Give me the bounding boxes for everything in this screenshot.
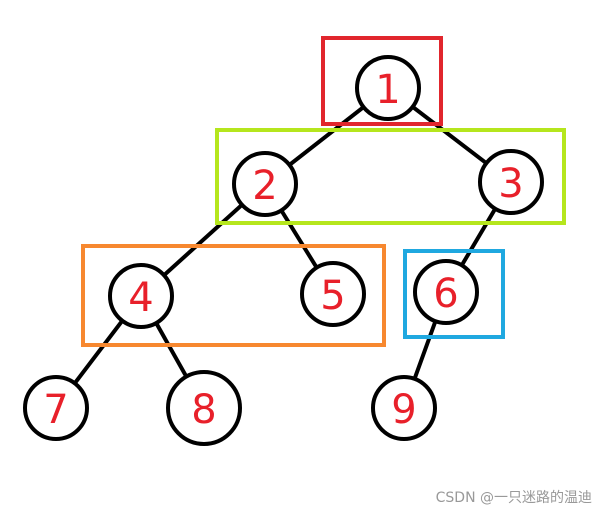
node-label: 7	[43, 387, 68, 433]
node-circle	[355, 55, 421, 121]
level-3-left-box	[81, 244, 386, 347]
node-circle	[371, 375, 437, 441]
node-9: 9	[371, 375, 437, 441]
node-7: 7	[23, 375, 89, 441]
node-circle	[478, 149, 544, 215]
node-2: 2	[232, 151, 298, 217]
level-2-box	[215, 128, 566, 225]
node-label: 2	[252, 163, 277, 209]
node-circle	[413, 259, 479, 325]
node-6: 6	[413, 259, 479, 325]
node-circle	[108, 263, 174, 329]
watermark-text: CSDN @一只迷路的温迪	[435, 490, 592, 506]
level-3-right-box	[403, 249, 505, 339]
node-circle	[23, 375, 89, 441]
level-1-box	[321, 36, 443, 126]
node-4: 4	[108, 263, 174, 329]
node-circle	[300, 261, 366, 327]
node-1: 1	[355, 55, 421, 121]
node-label: 6	[433, 271, 458, 317]
level-group-boxes	[81, 36, 566, 347]
node-label: 4	[128, 275, 153, 321]
node-circle	[232, 151, 298, 217]
tree-nodes: 1 2 3 4 5 6 7 8 9	[23, 55, 544, 446]
node-8: 8	[166, 370, 242, 446]
node-label: 1	[375, 67, 400, 113]
node-label: 9	[391, 387, 416, 433]
node-5: 5	[300, 261, 366, 327]
node-circle	[166, 370, 242, 446]
node-label: 8	[191, 387, 216, 433]
node-label: 5	[320, 273, 345, 319]
node-label: 3	[498, 161, 523, 207]
node-3: 3	[478, 149, 544, 215]
